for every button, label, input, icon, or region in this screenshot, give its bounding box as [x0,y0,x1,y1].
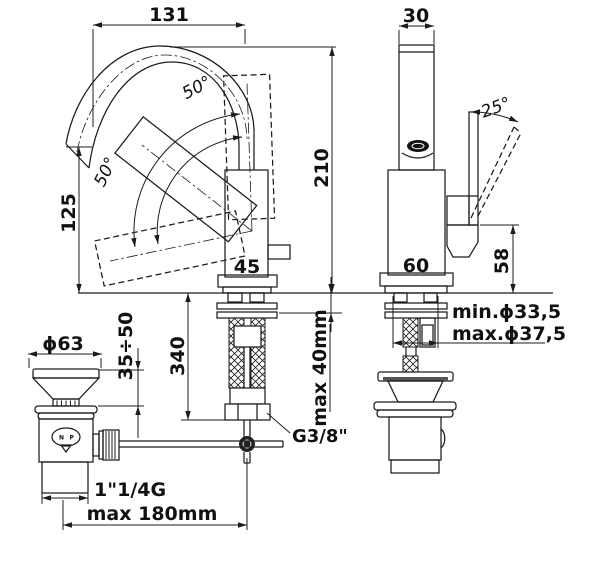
dim-hose-drop: 340 [167,336,189,376]
handle-side [446,109,522,258]
undersink-front [119,292,284,464]
dimension-35-50: 35÷50 [98,312,144,438]
mounting-washer [384,302,448,310]
dimension-max-180mm: max 180mm [62,458,248,530]
shank-nut [233,325,262,348]
dimension-340: 340 [167,293,270,421]
dim-body-depth-side: 60 [403,255,429,277]
dimension-hole-diameter: min.ϕ33,5 max.ϕ37,5 [392,296,566,348]
dim-max-deck-thickness: max 40mm [309,309,331,427]
drain-tailpiece [41,461,89,494]
handle-front [93,73,276,287]
dimension-max-40mm: max 40mm [279,277,342,427]
label-mount-hole-max: max.ϕ37,5 [452,323,566,345]
dimension-30: 30 [398,5,435,44]
logo-letter-n: N [59,435,64,442]
dim-drain-height-range: 35÷50 [115,312,137,381]
handle-hub-front [267,244,291,260]
knurled-rod-connector [102,429,120,461]
label-drain-thread: 1"1/4G [94,479,166,501]
body-front [217,169,291,294]
hose-nut [224,403,271,421]
dimension-131: 131 [92,4,246,127]
dim-spout-depth: 30 [403,5,429,27]
dim-rod-reach: max 180mm [87,503,218,525]
dim-total-height: 210 [311,148,333,188]
dimension-d63: ϕ63 [28,333,102,368]
label-g38: G3/8" [266,412,348,447]
handle-swing-down-outline [93,210,246,287]
front-view [65,45,291,464]
popup-rod-ball-joint [239,436,255,452]
lever-tilt-outline [470,126,515,219]
body-width-labels: 45 60 [234,255,429,278]
dim-body-width-front: 45 [234,256,260,278]
dimension-58: 58 [480,224,519,293]
body-side [379,169,454,294]
popup-drain-side [373,371,457,474]
dim-spout-height: 125 [58,193,80,233]
label-mount-hole-min: min.ϕ33,5 [452,301,561,323]
handle-swing-up-outline [222,73,276,221]
label-hose-thread: G3/8" [292,426,348,447]
mounting-washer [216,302,278,310]
dim-handle-height: 58 [491,248,513,274]
dimension-125: 125 [58,146,92,293]
popup-drain-front: N P [31,368,120,494]
swivel-arc-inner [156,136,243,245]
mounting-washer [216,311,278,319]
g38-leader-line [266,412,291,434]
dim-spout-reach: 131 [149,4,189,26]
dim-drain-cap-diameter: ϕ63 [42,333,84,355]
side-view [379,44,522,373]
brand-logo-oval [51,427,81,447]
swivel-arc-outer [133,113,241,248]
dimension-1-14g: 1"1/4G [41,479,166,504]
logo-letter-p: P [70,435,75,442]
undersink-side [384,292,448,373]
aerator [407,140,429,152]
threaded-shank-side [402,317,419,348]
